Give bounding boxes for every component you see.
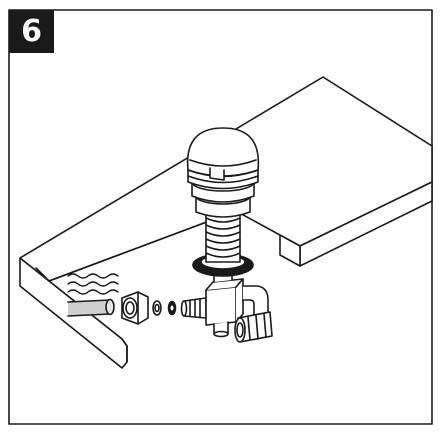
elbow-outlet [234, 285, 273, 343]
threaded-shank [205, 211, 241, 263]
compression-nut [121, 291, 149, 325]
panel-border [8, 9, 433, 425]
dome-cap [186, 127, 260, 181]
water-waves-icon [67, 273, 119, 295]
threaded-inlet [180, 297, 207, 319]
step-number: 6 [21, 13, 42, 49]
washer [167, 300, 177, 316]
ferrule-ring [152, 300, 162, 316]
step-number-badge: 6 [9, 10, 54, 53]
water-supply-pipe [67, 298, 115, 317]
